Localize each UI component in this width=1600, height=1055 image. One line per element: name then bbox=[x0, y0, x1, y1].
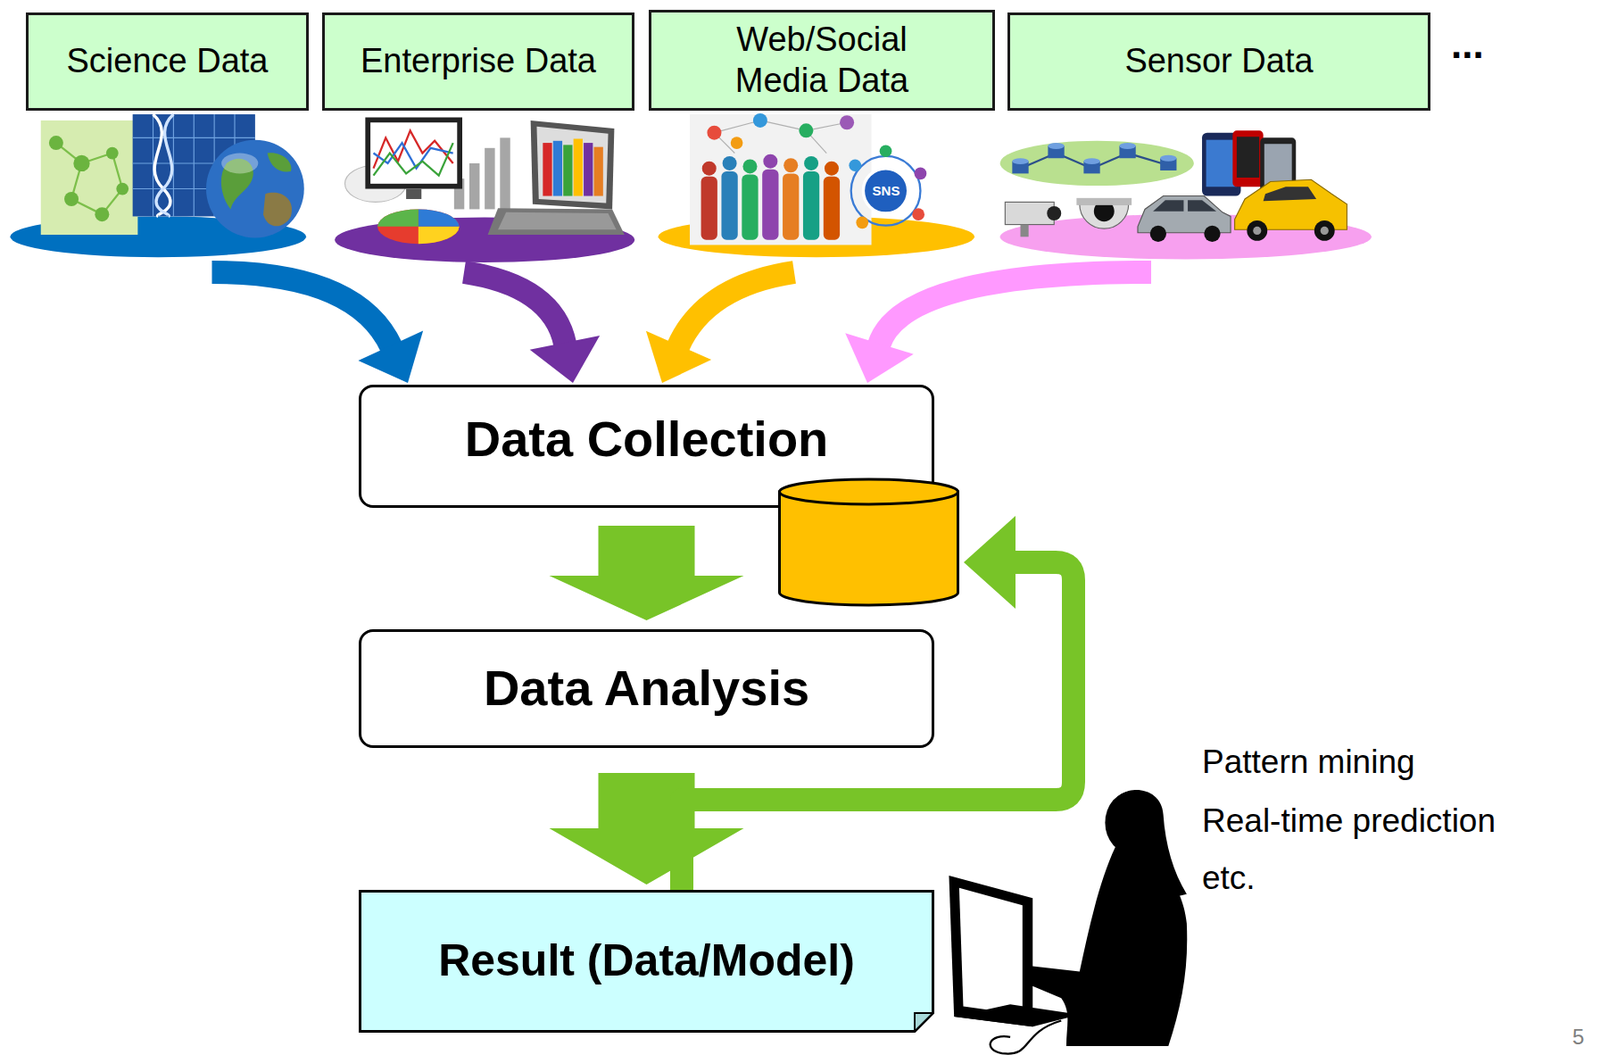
note-text-holder: Real-time prediction bbox=[1202, 801, 1496, 841]
arrow-shaft bbox=[878, 272, 1152, 346]
box-title: Data Collection bbox=[464, 410, 830, 468]
enterprise-icons bbox=[334, 117, 635, 263]
source-box: Web/Social Media Data bbox=[648, 9, 995, 111]
note-text: Real-time prediction bbox=[1202, 801, 1496, 841]
note-outline bbox=[360, 891, 934, 1032]
ellipsis-mark-holder: ... bbox=[1450, 21, 1484, 69]
person-silhouette bbox=[948, 789, 1187, 1054]
note-text-holder: Pattern mining bbox=[1202, 742, 1416, 782]
source-label: Science Data bbox=[66, 41, 268, 83]
icon-badge-text: SNS bbox=[868, 182, 904, 199]
source-box: Enterprise Data bbox=[322, 12, 635, 111]
flow-arrow bbox=[549, 525, 745, 621]
source-label: Enterprise Data bbox=[360, 41, 597, 83]
source-label: Web/Social Media Data bbox=[705, 19, 938, 101]
process-box: Data Collection bbox=[358, 384, 935, 508]
page-number-holder: 5 bbox=[1572, 1024, 1584, 1051]
ellipsis-mark: ... bbox=[1450, 21, 1484, 69]
sensor-icons bbox=[1000, 130, 1372, 259]
box-title: Result (Data/Model) bbox=[438, 935, 855, 987]
arrow-head bbox=[357, 330, 423, 383]
arrow-head bbox=[530, 335, 600, 383]
flow-arrow bbox=[212, 272, 424, 383]
arrow-shaft bbox=[678, 272, 795, 348]
note-text: etc. bbox=[1202, 858, 1256, 898]
arrow-head bbox=[845, 332, 913, 383]
source-box: Science Data bbox=[25, 12, 309, 111]
source-box: Sensor Data bbox=[1007, 12, 1431, 111]
flow-arrow bbox=[845, 272, 1152, 383]
database-cylinder bbox=[779, 479, 958, 606]
process-box: Data Analysis bbox=[358, 629, 935, 748]
flow-arrow bbox=[464, 272, 600, 383]
result-box: Result (Data/Model) bbox=[358, 889, 935, 1033]
note-text: Pattern mining bbox=[1202, 742, 1416, 782]
social-media-icons bbox=[658, 113, 975, 257]
science-icons bbox=[9, 114, 307, 257]
arrow-shaft bbox=[212, 272, 392, 348]
block-arrow bbox=[549, 525, 745, 621]
note-fold bbox=[914, 1012, 934, 1032]
arrow-shaft bbox=[464, 272, 565, 345]
arrow-head bbox=[646, 331, 712, 383]
note-text-holder: etc. bbox=[1202, 858, 1256, 898]
source-label: Sensor Data bbox=[1124, 41, 1313, 83]
flow-arrow bbox=[646, 272, 795, 383]
icon-badge-text-holder: SNS bbox=[868, 182, 904, 199]
arrow-head bbox=[963, 515, 1016, 609]
box-title: Data Analysis bbox=[483, 659, 810, 717]
page-number: 5 bbox=[1572, 1024, 1584, 1051]
